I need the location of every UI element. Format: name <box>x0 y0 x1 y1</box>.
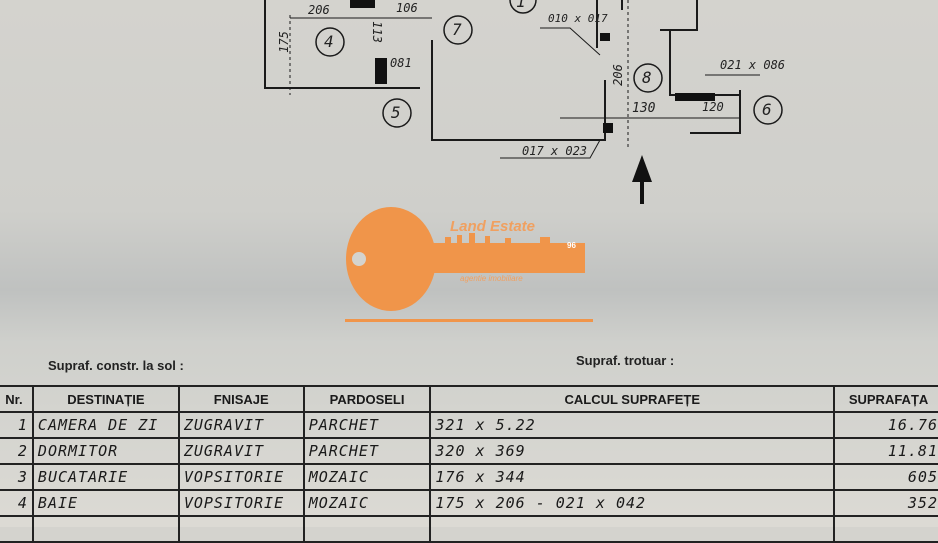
cell-nr: 2 <box>0 437 34 465</box>
cell-nr: 1 <box>0 411 34 439</box>
header-nr: Nr. <box>0 385 34 413</box>
built-area-label: Supraf. constr. la sol : <box>48 358 184 373</box>
cell-calcul: 321 x 5.22 <box>429 411 836 439</box>
cell-destinatie: BUCATARIE <box>31 463 180 491</box>
dimension-label: 010 x 017 <box>548 12 608 25</box>
header-suprafata: SUPRAFAȚA <box>833 385 938 413</box>
wall-room-4 <box>264 0 420 89</box>
room-number-6: 6 <box>762 100 772 119</box>
key-icon <box>345 207 593 322</box>
dimension-label: 206 <box>610 64 625 86</box>
cell-finisaje: ZUGRAVIT <box>177 411 305 439</box>
watermark-badge: 96 <box>567 241 576 250</box>
room-number-7: 7 <box>452 20 462 39</box>
cell-finisaje: VOPSITORIE <box>177 463 305 491</box>
room-number-5: 5 <box>391 103 401 122</box>
dimension-label: 113 <box>369 21 384 43</box>
table-header-row: Nr. DESTINAȚIE FNISAJE PARDOSELI CALCUL … <box>0 385 938 413</box>
header-finisaje: FNISAJE <box>177 385 305 413</box>
floor-plan <box>264 0 783 204</box>
cell-pardoseli: MOZAIC <box>302 489 432 517</box>
cell-finisaje: ZUGRAVIT <box>177 437 305 465</box>
cell-calcul: 320 x 369 <box>429 437 836 465</box>
header-destinatie: DESTINAȚIE <box>31 385 180 413</box>
dimension-label: 106 <box>396 1 418 15</box>
rooms-table: Nr. DESTINAȚIE FNISAJE PARDOSELI CALCUL … <box>0 385 938 543</box>
dimension-label: 175 <box>276 31 291 53</box>
dimension-label: 120 <box>702 100 724 114</box>
cell-suprafata: 16.76 <box>833 411 938 439</box>
cell-calcul: 176 x 344 <box>429 463 836 491</box>
cell-suprafata: 11.81 <box>833 437 938 465</box>
cell-destinatie: CAMERA DE ZI <box>31 411 180 439</box>
dimension-label: 081 <box>390 56 412 70</box>
dimension-label: 021 x 086 <box>720 58 786 72</box>
header-calcul: CALCUL SUPRAFEȚE <box>429 385 836 413</box>
cell-suprafata: 605 <box>833 463 938 491</box>
dimension-label: 206 <box>308 3 330 17</box>
table-row: 3 BUCATARIE VOPSITORIE MOZAIC 176 x 344 … <box>0 463 938 491</box>
wall-room-7 <box>431 40 606 141</box>
cell-destinatie: BAIE <box>31 489 180 517</box>
cell-pardoseli: PARCHET <box>302 411 432 439</box>
table-row: 4 BAIE VOPSITORIE MOZAIC 175 x 206 - 021… <box>0 489 938 517</box>
watermark-logo: Land Estate 96 agentie imobiliare <box>345 203 595 328</box>
cell-destinatie: DORMITOR <box>31 437 180 465</box>
cell-nr: 4 <box>0 489 34 517</box>
entrance-arrow-icon <box>632 155 652 182</box>
table-row: 2 DORMITOR ZUGRAVIT PARCHET 320 x 369 11… <box>0 437 938 465</box>
table-row: 1 CAMERA DE ZI ZUGRAVIT PARCHET 321 x 5.… <box>0 411 938 439</box>
dimension-label: 017 x 023 <box>522 144 588 158</box>
dimension-label: 130 <box>632 101 656 116</box>
cell-finisaje: VOPSITORIE <box>177 489 305 517</box>
cell-suprafata: 352 <box>833 489 938 517</box>
watermark-brand: Land Estate <box>450 218 536 235</box>
header-pardoseli: PARDOSELI <box>302 385 432 413</box>
cell-pardoseli: MOZAIC <box>302 463 432 491</box>
room-number-8: 8 <box>642 68 652 87</box>
watermark-tagline: agentie imobiliare <box>460 274 523 283</box>
table-row-empty <box>0 515 938 543</box>
room-number-1: 1 <box>516 0 526 11</box>
cell-pardoseli: PARCHET <box>302 437 432 465</box>
room-number-4: 4 <box>324 32 334 51</box>
cell-nr: 3 <box>0 463 34 491</box>
cell-calcul: 175 x 206 - 021 x 042 <box>429 489 836 517</box>
sidewalk-area-label: Supraf. trotuar : <box>576 353 675 368</box>
